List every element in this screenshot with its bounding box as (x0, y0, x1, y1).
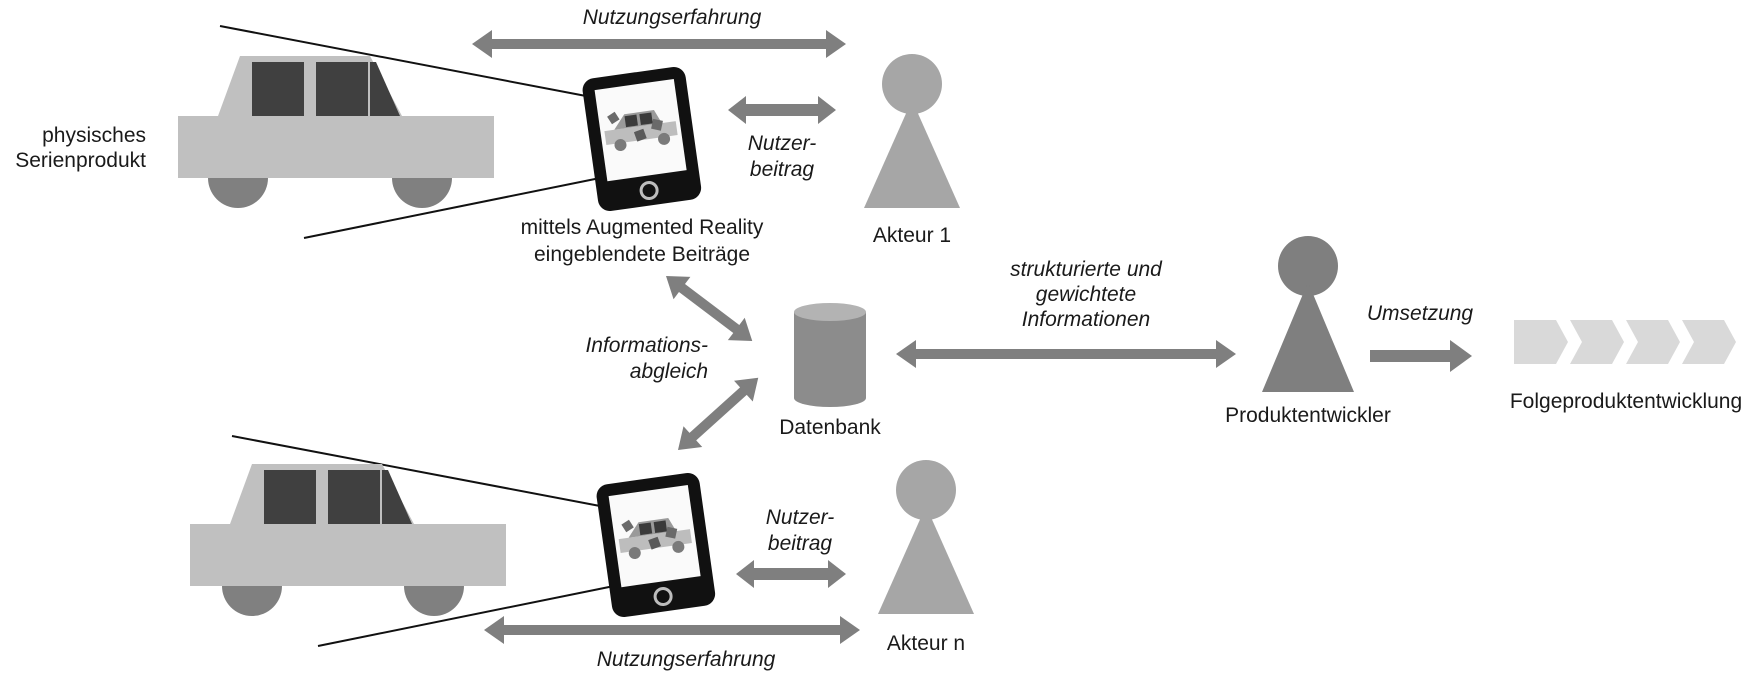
database-label: Datenbank (779, 416, 881, 439)
sync-arrow-lower (678, 377, 759, 450)
usage-arrow-top (472, 30, 846, 58)
contribution-label-bottom-2: beitrag (768, 532, 833, 555)
sight-line-bottom-upper (231, 435, 601, 507)
ar-phone-top-icon (582, 66, 702, 212)
sight-line-bottom-lower (317, 585, 615, 647)
info-sync-label-1: Informations- (585, 334, 708, 357)
contribution-arrow-bottom (736, 560, 846, 588)
actor-1-icon (864, 54, 960, 208)
actor-n-label: Akteur n (887, 632, 965, 655)
sight-line-top-lower (303, 177, 601, 239)
usage-arrow-bottom (484, 616, 860, 644)
structured-info-label-3: Informationen (1022, 308, 1150, 331)
actor-n-icon (878, 460, 974, 614)
implementation-arrow (1370, 340, 1472, 372)
product-developer-icon (1262, 236, 1354, 392)
contribution-label-bottom-1: Nutzer- (766, 506, 834, 529)
structured-info-label-2: gewichtete (1036, 283, 1136, 306)
actor-1-label: Akteur 1 (873, 224, 951, 247)
followup-label: Folgeproduktentwicklung (1510, 390, 1742, 413)
sync-arrow-upper (666, 276, 753, 341)
developer-label: Produktentwickler (1225, 404, 1391, 427)
structured-info-label-1: strukturierte und (1010, 258, 1163, 281)
ar-label-1: mittels Augmented Reality (521, 216, 764, 239)
usage-label-top: Nutzungserfahrung (583, 6, 762, 29)
physical-product-label-1: physisches (42, 124, 146, 147)
info-arrow-to-developer (896, 340, 1236, 368)
usage-label-bottom: Nutzungserfahrung (597, 648, 776, 671)
contribution-label-top-2: beitrag (750, 158, 815, 181)
implementation-label: Umsetzung (1367, 302, 1474, 325)
ar-phone-bottom-icon (596, 472, 716, 618)
physical-car-bottom (190, 464, 506, 616)
physical-product-label-2: Serienprodukt (15, 149, 146, 172)
physical-car-top (178, 56, 494, 208)
followup-process-chevrons (1514, 320, 1736, 364)
database-icon (794, 303, 866, 407)
contribution-label-top-1: Nutzer- (748, 132, 816, 155)
info-sync-label-2: abgleich (630, 360, 708, 383)
sight-line-top-upper (219, 25, 587, 97)
ar-label-2: eingeblendete Beiträge (534, 243, 750, 266)
contribution-arrow-top (728, 96, 836, 124)
